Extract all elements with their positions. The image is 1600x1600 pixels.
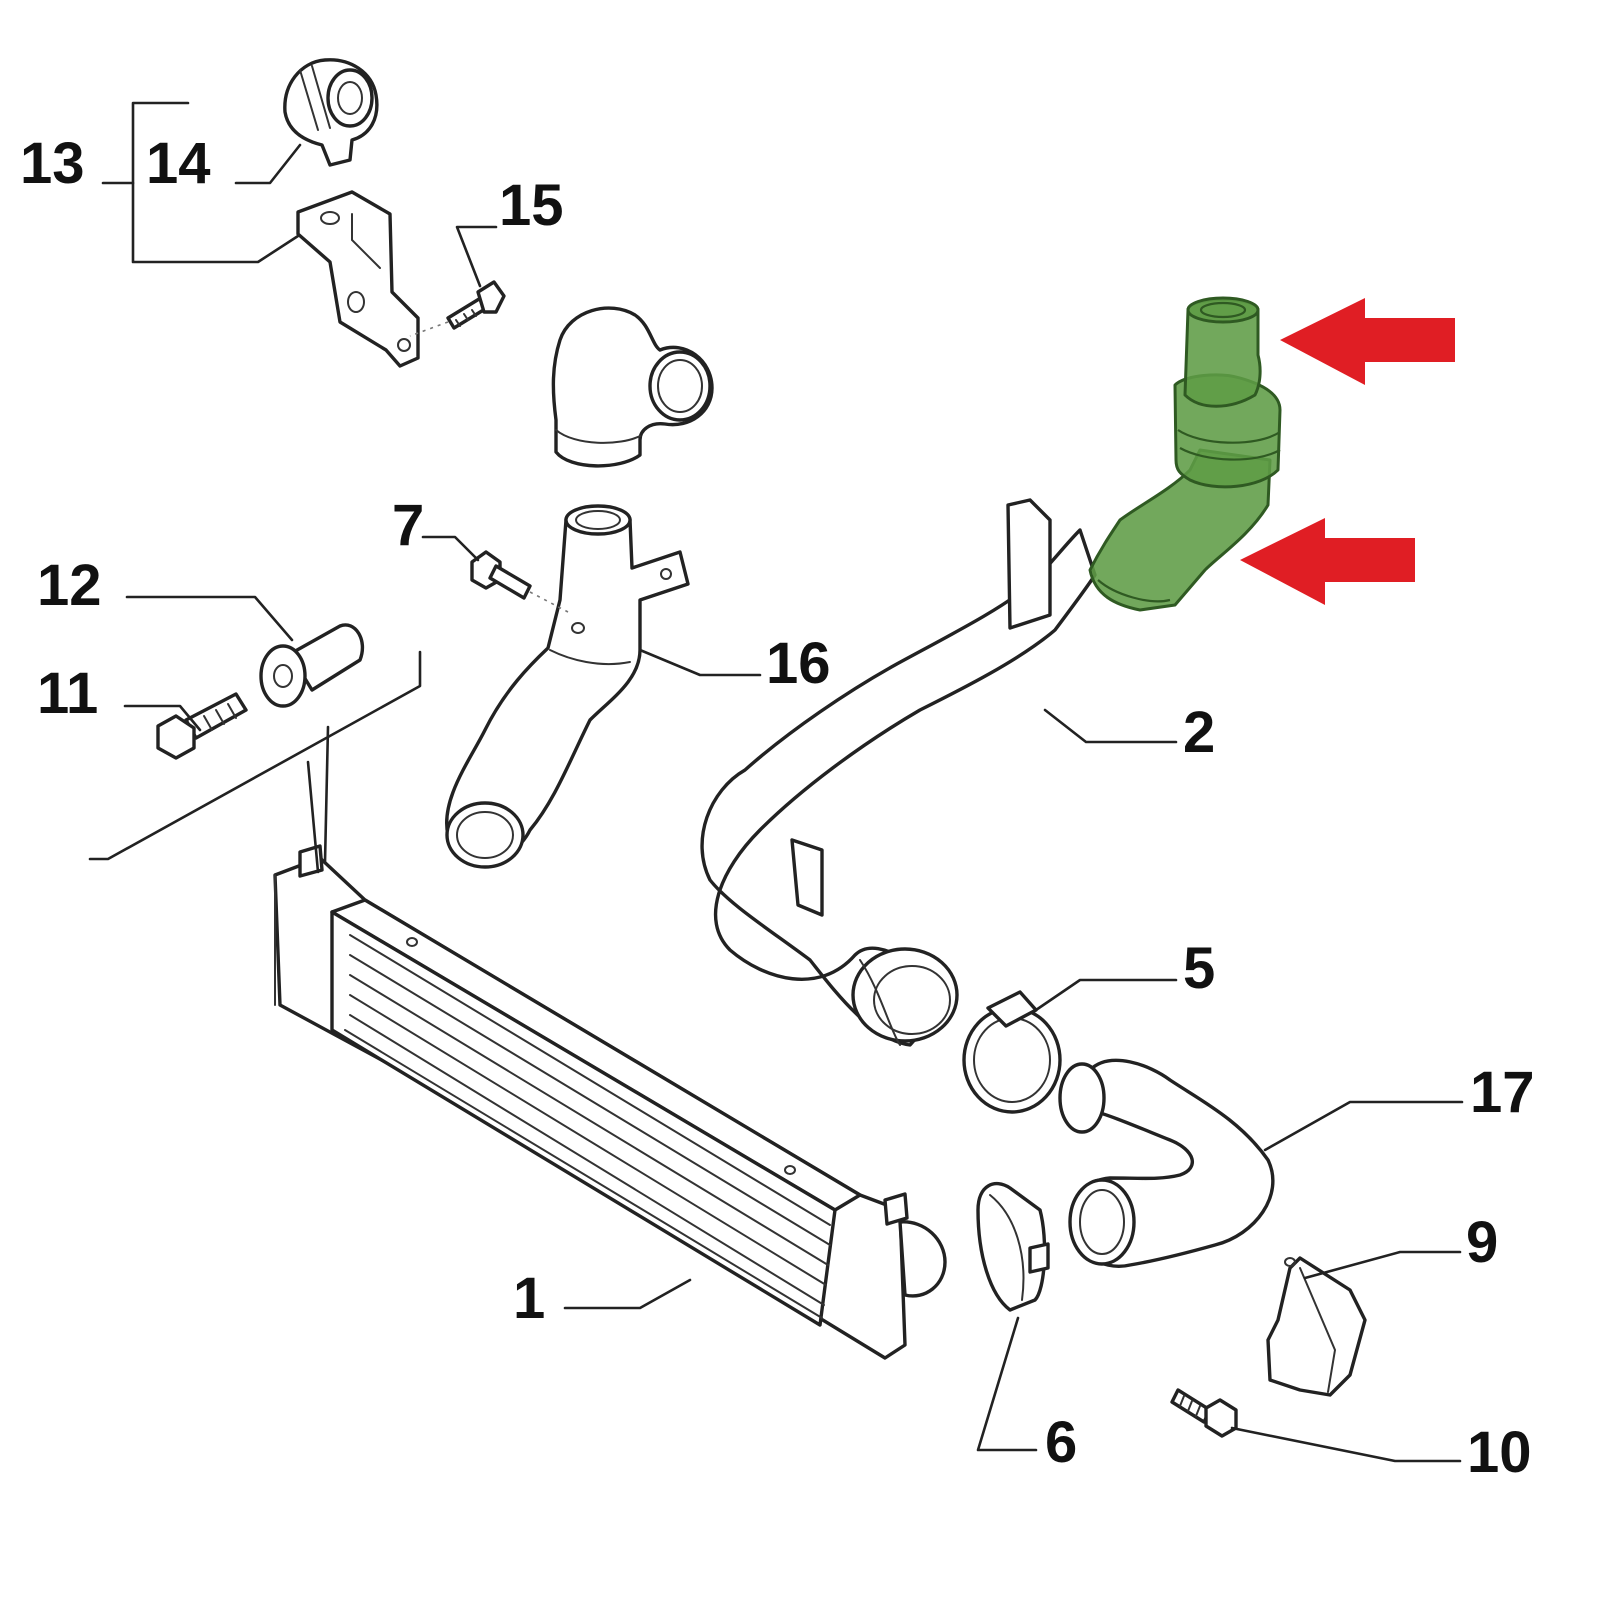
callout-12: 12 [37,553,102,618]
highlighted-hose [1088,296,1282,612]
callout-16: 16 [766,631,831,696]
red-arrow-upper [1280,298,1455,385]
part-13-bracket [296,190,420,368]
part-17-hose [1058,1058,1275,1268]
callout-7: 7 [392,493,424,558]
part-15-bolt [409,280,506,337]
callout-labels: 13 14 15 7 12 11 16 2 5 17 9 1 6 10 [20,131,1535,1485]
callout-17: 17 [1470,1060,1535,1125]
part-14-sensor [283,58,379,167]
part-11-bolt [156,692,248,760]
part-10-bolt [1170,1388,1238,1438]
leader-lines [88,101,1464,1463]
callout-14: 14 [146,131,211,196]
callout-6: 6 [1045,1410,1077,1475]
red-arrow-lower [1240,518,1415,605]
part-12-bushing [259,623,365,708]
callout-15: 15 [499,173,564,238]
part-16-pipe [445,504,690,869]
part-7-bolt [470,550,569,613]
callout-11: 11 [37,661,98,726]
callout-1: 1 [513,1266,545,1331]
callout-13: 13 [20,131,85,196]
callout-10: 10 [1467,1420,1532,1485]
part-16-elbow [551,306,714,468]
part-5-clamp [962,990,1062,1114]
callout-9: 9 [1466,1210,1498,1275]
part-1-intercooler [273,844,947,1360]
part-9-bracket [1266,1256,1367,1397]
part-6-clamp [976,1182,1050,1312]
part-2-pipe [700,498,1097,1047]
callout-5: 5 [1183,936,1215,1001]
callout-2: 2 [1183,700,1215,765]
